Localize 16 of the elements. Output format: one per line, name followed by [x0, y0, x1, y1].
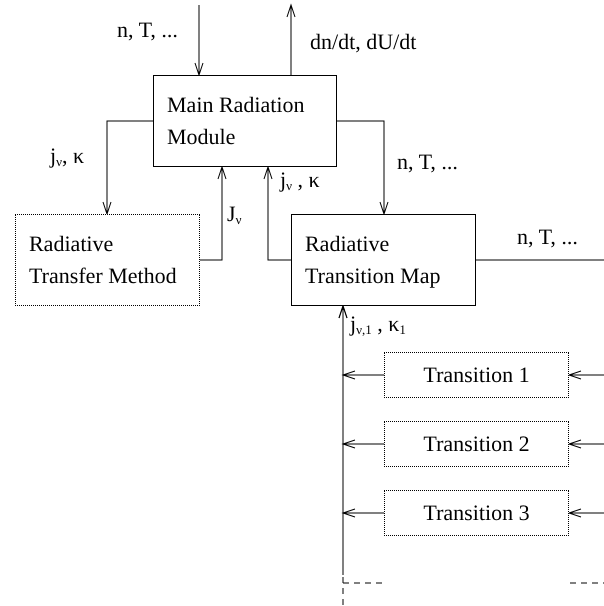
arrow	[200, 165, 226, 260]
arrow	[567, 370, 604, 380]
process-box: Main Radiation Module	[153, 75, 337, 167]
arrow	[338, 304, 384, 518]
dotted-box: Transition 3	[384, 490, 569, 536]
arrow	[286, 3, 296, 76]
arrow	[264, 165, 292, 260]
arrow	[567, 440, 604, 448]
process-box: Radiative Transition Map	[291, 214, 476, 306]
dotted-box: Transition 2	[384, 421, 569, 467]
arrow	[336, 120, 388, 216]
arrow	[102, 120, 154, 216]
dotted-box: Radiative Transfer Method	[15, 214, 200, 306]
dotted-box: Transition 1	[384, 352, 569, 398]
arrow	[567, 508, 604, 518]
arrow	[194, 4, 204, 77]
